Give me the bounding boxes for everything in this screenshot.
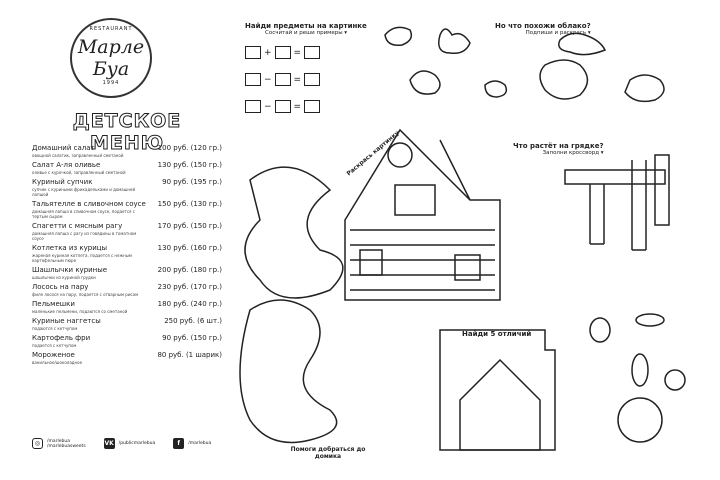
math-equation: −= (245, 73, 367, 86)
menu-item-price: 90 руб. (150 гр.) (162, 334, 222, 342)
menu-item-price: 180 руб. (240 гр.) (157, 300, 222, 308)
menu-item-name: Салат А-ля оливье (32, 161, 101, 169)
menu-item: Пельмешки 180 руб. (240 гр.) маленькие пел… (32, 300, 222, 314)
clouds-section: Но что похожи облако? Подпиши и раскрась… (495, 22, 591, 36)
menu-item-name: Мороженое (32, 351, 75, 359)
menu-item: Домашний салат 100 руб. (120 гр.) овощной … (32, 144, 222, 158)
menu-item-name: Спагетти с мясным рагу (32, 222, 123, 230)
answer-box[interactable] (245, 73, 261, 86)
menu-item-name: Домашний салат (32, 144, 95, 152)
diff-title: Найди 5 отличий (462, 330, 532, 338)
menu-item: Куриные наггетсы 250 руб. (6 шт.) подаются… (32, 317, 222, 331)
find-items-section: Найди предметы на картинке Сосчитай и ре… (245, 22, 367, 113)
menu-item: Мороженое 80 руб. (1 шарик) ванильное/шоко… (32, 351, 222, 365)
garden-section: Что растёт на грядке? Заполни кроссворд … (513, 142, 604, 156)
menu-item-price: 230 руб. (170 гр.) (157, 283, 222, 291)
answer-box[interactable] (304, 100, 321, 113)
menu-item-name: Куриные наггетсы (32, 317, 101, 325)
menu-item: Тальятелле в сливочном соусе 150 руб. (13… (32, 200, 222, 219)
menu-item: Салат А-ля оливье 130 руб. (150 гр.) оливь… (32, 161, 222, 175)
menu-item-price: 250 руб. (6 шт.) (164, 317, 222, 325)
menu-item-name: Тальятелле в сливочном соусе (32, 200, 146, 208)
menu-item-price: 100 руб. (120 гр.) (157, 144, 222, 152)
menu-item-desc: супчик с куриными фрикадельками и домашн… (32, 187, 136, 197)
menu-item-desc: домашняя лапша с рагу из говядины в тома… (32, 231, 137, 241)
instagram-icon: ◎ (32, 438, 43, 449)
log-house (344, 128, 501, 301)
menu-item-price: 170 руб. (150 гр.) (157, 222, 222, 230)
menu-item-desc: маленькие пельмени, подаются со сметаной (32, 309, 128, 314)
menu-item-name: Лосось на пару (32, 283, 89, 291)
answer-box[interactable] (304, 73, 321, 86)
menu-item-desc: подается с кетчупом (32, 343, 77, 348)
maze-title: Помоги добраться до домика (290, 446, 366, 460)
menu-item-name: Куриный супчик (32, 178, 93, 186)
small-house-picture (439, 329, 556, 451)
answer-box[interactable] (245, 46, 261, 59)
math-equation: −= (245, 100, 367, 113)
menu-item: Котлетка из курицы 130 руб. (160 гр.) жаре… (32, 244, 222, 263)
answer-box[interactable] (274, 46, 291, 59)
maze-path (239, 166, 344, 444)
menu-title: ДЕТСКОЕ МЕНЮ (72, 110, 182, 155)
menu-item-price: 130 руб. (150 гр.) (157, 161, 222, 169)
menu-item-name: Котлетка из курицы (32, 244, 108, 252)
menu-item-desc: овощной салатик, заправленный сметаной (32, 153, 124, 158)
answer-box[interactable] (274, 100, 291, 113)
vegetables (589, 313, 686, 443)
menu-list: Домашний салат 100 руб. (120 гр.) овощной … (32, 144, 222, 368)
menu-item-price: 130 руб. (160 гр.) (157, 244, 222, 252)
facebook-link[interactable]: f/marlebua (173, 438, 211, 449)
menu-item-desc: ванильное/шоколадное (32, 360, 83, 365)
menu-item: Картофель фри 90 руб. (150 гр.) подается с… (32, 334, 222, 348)
menu-item-name: Шашлычки куриные (32, 266, 108, 274)
menu-item-desc: филе лосося на пару, подается с отварным… (32, 292, 139, 297)
menu-item: Спагетти с мясным рагу 170 руб. (150 гр.)… (32, 222, 222, 241)
menu-item-desc: оливье с курочкой, заправленный сметаной (32, 170, 126, 175)
menu-item-price: 150 руб. (130 гр.) (157, 200, 222, 208)
cloud-shapes (384, 26, 665, 103)
instagram-link[interactable]: ◎/marlebua/marlebuasweets (32, 438, 86, 449)
answer-box[interactable] (274, 73, 291, 86)
menu-item: Лосось на пару 230 руб. (170 гр.) филе лос… (32, 283, 222, 297)
menu-item-price: 90 руб. (195 гр.) (162, 178, 222, 186)
math-equation: += (245, 46, 367, 59)
vk-link[interactable]: VK/publicmarlebua (103, 438, 156, 449)
menu-item: Шашлычки куриные 200 руб. (180 гр.) шашлыч… (32, 266, 222, 280)
restaurant-logo: RESTAURANT Марле Буа 1994 (70, 18, 152, 98)
menu-item-desc: шашлычки из куриной грудки (32, 275, 96, 280)
vk-icon: VK (103, 438, 115, 449)
social-links: ◎/marlebua/marlebuasweets VK/publicmarle… (32, 438, 211, 449)
answer-box[interactable] (304, 46, 321, 59)
menu-item-name: Картофель фри (32, 334, 91, 342)
facebook-icon: f (173, 438, 185, 449)
menu-item-name: Пельмешки (32, 300, 75, 308)
menu-item-price: 200 руб. (180 гр.) (157, 266, 222, 274)
menu-item-price: 80 руб. (1 шарик) (157, 351, 222, 359)
menu-item-desc: жареная куриная котлета, подается с нежн… (32, 253, 132, 263)
menu-item: Куриный супчик 90 руб. (195 гр.) супчик с … (32, 178, 222, 197)
menu-item-desc: домашняя лапша в сливочном соусе, подает… (32, 209, 135, 219)
answer-box[interactable] (245, 100, 261, 113)
menu-item-desc: подаются с кетчупом (32, 326, 78, 331)
crossword-grid (564, 154, 670, 251)
